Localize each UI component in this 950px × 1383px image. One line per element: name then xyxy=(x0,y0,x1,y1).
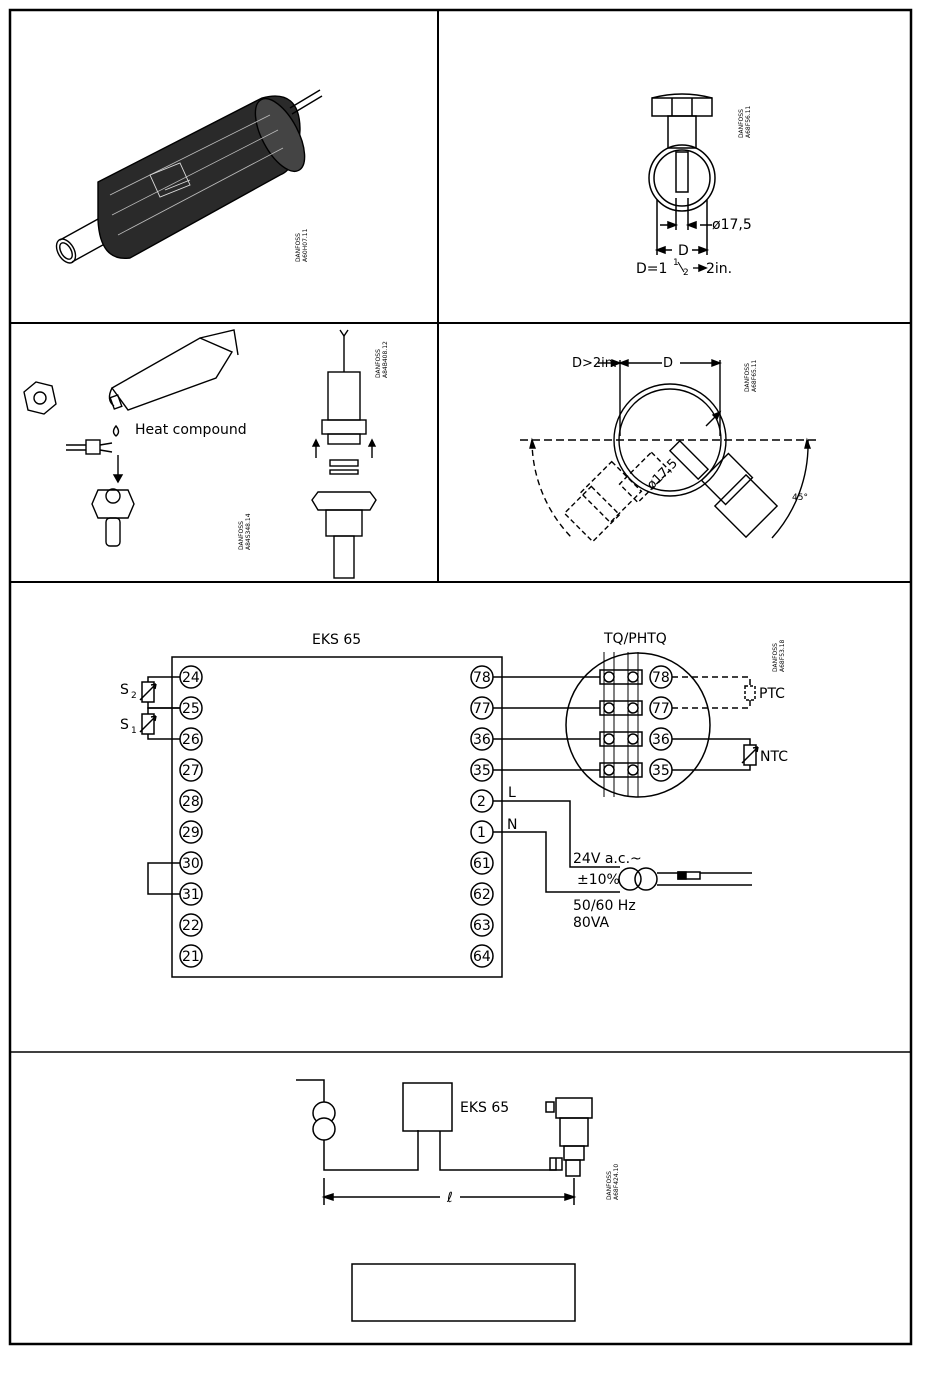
panel2-range: D=1 xyxy=(636,261,667,277)
l-label: L xyxy=(508,785,516,801)
controller-box xyxy=(171,656,503,978)
panel-insulated-pipe: DANFOSS A60H07.11 xyxy=(55,89,323,264)
terminal-21: 21 xyxy=(182,949,200,965)
box-terminal-36: 36 xyxy=(652,732,670,748)
s2-sub: 2 xyxy=(131,691,137,701)
left-terminals: 24 25 26 27 28 29 30 31 22 21 xyxy=(179,665,203,968)
length-label: ℓ xyxy=(446,1190,453,1206)
wiring-code1: DANFOSS xyxy=(772,643,779,672)
s1-sub: 1 xyxy=(131,726,137,736)
heat-compound-label: Heat compound xyxy=(135,422,247,438)
terminal-25: 25 xyxy=(182,701,200,717)
screw-block xyxy=(599,669,643,778)
supply-frequency: 50/60 Hz xyxy=(573,898,636,914)
panel3-code-a1: DANFOSS xyxy=(238,521,245,550)
controller-title: EKS 65 xyxy=(312,632,361,648)
terminal-1: 1 xyxy=(477,825,486,841)
terminal-28: 28 xyxy=(182,794,200,810)
panel6-code2: A68F424.10 xyxy=(613,1164,620,1200)
box-terminal-35: 35 xyxy=(652,763,670,779)
panel4-angle: 45° xyxy=(792,493,808,503)
panel2-range-end: 2in. xyxy=(706,261,732,277)
terminal-24: 24 xyxy=(182,670,200,686)
wiring-code2: A68F53.18 xyxy=(779,639,786,672)
right-terminals: 78 77 36 35 2 1 61 62 63 64 xyxy=(470,665,494,968)
ntc-label: NTC xyxy=(760,749,788,765)
panel-mounting: Heat compound DANFOSS A84S348.14 DANFOSS… xyxy=(23,329,389,579)
terminal-35: 35 xyxy=(473,763,491,779)
terminal-63: 63 xyxy=(473,918,491,934)
supply-voltage: 24V a.c.~ xyxy=(573,851,642,867)
terminal-77: 77 xyxy=(473,701,491,717)
panel1-code1: DANFOSS xyxy=(295,233,302,262)
panel6-code1: DANFOSS xyxy=(606,1171,613,1200)
sensor-box-title: TQ/PHTQ xyxy=(603,631,667,647)
terminal-31: 31 xyxy=(182,887,200,903)
panel2-code2: A68F56.11 xyxy=(745,105,752,138)
blank-table-box xyxy=(351,1263,576,1322)
frame-grid xyxy=(8,8,913,1346)
s2-label: S xyxy=(120,682,129,698)
panel2-range-sub: 2 xyxy=(683,268,689,278)
panel-pipe-section-large: D D>2in. ø17,5 45° DANFOSS A68F65.11 xyxy=(520,356,820,543)
terminal-26: 26 xyxy=(182,732,200,748)
terminal-27: 27 xyxy=(182,763,200,779)
panel4-diameter: ø17,5 xyxy=(644,456,681,493)
panel4-code1: DANFOSS xyxy=(744,363,751,392)
terminal-30: 30 xyxy=(182,856,200,872)
box-terminal-78: 78 xyxy=(652,670,670,686)
panel2-code1: DANFOSS xyxy=(738,109,745,138)
panel-pipe-section-small: ø17,5 D D=1 1 2 2in. DANFOSS A68F56.11 xyxy=(636,93,752,278)
panel1-code2: A60H07.11 xyxy=(302,228,309,262)
box-terminal-77: 77 xyxy=(652,701,670,717)
terminal-29: 29 xyxy=(182,825,200,841)
terminal-62: 62 xyxy=(473,887,491,903)
n-label: N xyxy=(507,817,517,833)
terminal-61: 61 xyxy=(473,856,491,872)
panel6-label: EKS 65 xyxy=(460,1100,509,1116)
panel4-code2: A68F65.11 xyxy=(751,359,758,392)
panel2-diameter: ø17,5 xyxy=(712,217,752,233)
panel3-code-b2: A84B408.12 xyxy=(382,341,389,378)
terminal-22: 22 xyxy=(182,918,200,934)
supply-power: 80VA xyxy=(573,915,609,931)
panel3-code-b1: DANFOSS xyxy=(375,349,382,378)
panel3-code-a2: A84S348.14 xyxy=(245,513,252,550)
panel-installation: EKS 65 ℓ DANFOSS A68F424.10 xyxy=(296,1079,620,1322)
panel4-d: D xyxy=(663,356,673,371)
s1-label: S xyxy=(120,717,129,733)
controller-block xyxy=(402,1082,453,1132)
ptc-label: PTC xyxy=(759,686,785,702)
panel4-dgt: D>2in. xyxy=(572,356,617,371)
terminal-2: 2 xyxy=(477,794,486,810)
terminal-36: 36 xyxy=(473,732,491,748)
terminal-78: 78 xyxy=(473,670,491,686)
panel2-d-label: D xyxy=(678,243,689,259)
panel-wiring: EKS 65 24 25 26 27 28 29 30 31 22 21 78 … xyxy=(120,631,788,978)
terminal-64: 64 xyxy=(473,949,491,965)
panel2-range-sup: 1 xyxy=(673,258,679,268)
supply-tolerance: ±10% xyxy=(577,872,620,888)
